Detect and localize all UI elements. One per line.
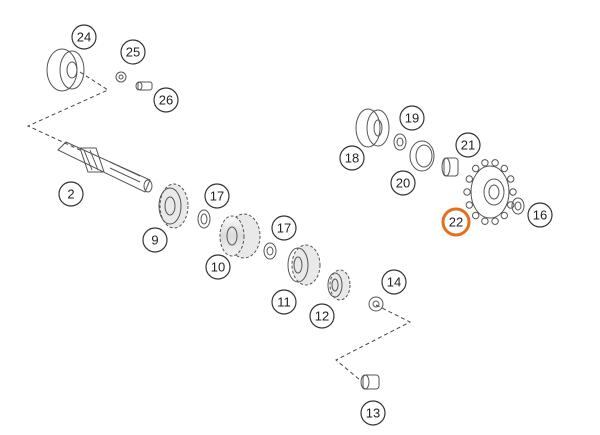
sprocket-tooth <box>472 211 480 220</box>
callout-19[interactable]: 19 <box>399 105 425 131</box>
callout-13-circle <box>360 400 386 426</box>
sprocket-tooth <box>500 211 508 220</box>
callout-25-circle <box>120 39 146 65</box>
callout-18[interactable]: 18 <box>339 145 365 171</box>
callout-21-label: 21 <box>461 138 475 153</box>
part-24-bearing <box>46 48 85 92</box>
part-20-seal <box>409 140 435 172</box>
part-16-washer <box>511 197 525 215</box>
callout-2[interactable]: 2 <box>58 181 84 207</box>
part-18-bearing <box>355 108 390 148</box>
sprocket-tooth <box>465 175 473 183</box>
sprocket-tooth <box>507 201 515 209</box>
callout-17-a-circle <box>204 183 230 209</box>
part-17-washer-b <box>263 242 277 260</box>
callout-18-circle <box>339 145 365 171</box>
part-11-gear <box>287 244 321 286</box>
callout-2-circle <box>58 181 84 207</box>
callout-12[interactable]: 12 <box>309 303 335 329</box>
callout-22-label: 22 <box>449 215 463 230</box>
callout-19-circle <box>399 105 425 131</box>
callout-14-circle <box>381 269 407 295</box>
callout-22-highlighted[interactable]: 22 <box>441 207 471 237</box>
callout-10[interactable]: 10 <box>205 254 231 280</box>
sprocket-tooth <box>500 164 508 173</box>
part-17-washer-a <box>197 209 211 229</box>
callout-26[interactable]: 26 <box>153 87 179 113</box>
callout-16-label: 16 <box>533 208 547 223</box>
sprocket-tooth <box>491 217 499 225</box>
callout-20-label: 20 <box>396 176 410 191</box>
part-13-bushing <box>360 374 380 390</box>
callout-17-a[interactable]: 17 <box>204 183 230 209</box>
callout-13-label: 13 <box>366 406 380 421</box>
callout-10-circle <box>205 254 231 280</box>
callout-11[interactable]: 11 <box>271 289 297 315</box>
callout-24-circle <box>71 24 97 50</box>
sprocket-tooth <box>509 188 517 196</box>
callout-19-label: 19 <box>405 111 419 126</box>
callout-14-label: 14 <box>387 275 401 290</box>
callout-17-a-label: 17 <box>210 189 224 204</box>
callout-17-b-circle <box>271 215 297 241</box>
callout-22-circle <box>441 207 471 237</box>
callout-18-label: 18 <box>345 151 359 166</box>
sprocket-tooth <box>481 159 489 167</box>
callout-9[interactable]: 9 <box>142 227 168 253</box>
part-22-sprocket <box>463 159 517 225</box>
callout-12-circle <box>309 303 335 329</box>
part-12-gear <box>327 269 351 301</box>
callout-20-circle <box>390 170 416 196</box>
callout-11-circle <box>271 289 297 315</box>
part-14-washer <box>368 296 384 312</box>
callout-10-label: 10 <box>211 260 225 275</box>
sprocket-tooth <box>491 159 499 167</box>
part-19-washer <box>393 133 407 151</box>
callout-12-label: 12 <box>315 309 329 324</box>
callout-25-label: 25 <box>126 45 140 60</box>
callout-16[interactable]: 16 <box>527 202 553 228</box>
sprocket-tooth <box>507 175 515 183</box>
callout-26-label: 26 <box>159 93 173 108</box>
callout-2-label: 2 <box>67 187 74 202</box>
callout-25[interactable]: 25 <box>120 39 146 65</box>
sprocket-tooth <box>463 188 471 196</box>
callout-9-circle <box>142 227 168 253</box>
callout-17-b[interactable]: 17 <box>271 215 297 241</box>
part-26-pin <box>135 81 153 91</box>
callout-11-label: 11 <box>277 295 291 310</box>
sprocket-tooth <box>465 201 473 209</box>
part-25-washer <box>115 71 127 83</box>
part-9-gear <box>158 183 189 229</box>
sprocket-tooth <box>481 217 489 225</box>
sprocket-tooth <box>472 164 480 173</box>
callout-26-circle <box>153 87 179 113</box>
callout-17-b-label: 17 <box>277 221 291 236</box>
part-21-spacer <box>441 157 459 177</box>
part-10-gear <box>219 213 261 259</box>
leader-lines <box>26 71 412 381</box>
callout-13[interactable]: 13 <box>360 400 386 426</box>
part-2-shaft <box>57 141 153 193</box>
callout-21-circle <box>455 132 481 158</box>
callout-14[interactable]: 14 <box>381 269 407 295</box>
callout-21[interactable]: 21 <box>455 132 481 158</box>
callout-16-circle <box>527 202 553 228</box>
callout-9-label: 9 <box>151 233 158 248</box>
callout-24-label: 24 <box>77 30 91 45</box>
callout-24[interactable]: 24 <box>71 24 97 50</box>
callout-20[interactable]: 20 <box>390 170 416 196</box>
